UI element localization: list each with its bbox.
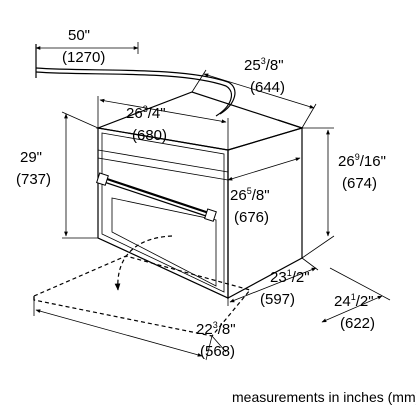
door-swing-mm: (568) [200, 343, 235, 360]
depth-with-door-inches: 241/2" [334, 292, 374, 310]
cord-length-inches: 50" [68, 27, 90, 44]
width-inner-inches: 265/8" [230, 186, 270, 204]
door-handle [96, 172, 217, 222]
oven-body [95, 91, 305, 300]
depth-body-mm: (597) [260, 291, 295, 308]
depth-overall-inches: 253/8" [244, 56, 284, 74]
height-right-mm: (674) [342, 175, 377, 192]
width-overall-inches: 263/4" [126, 104, 166, 122]
cord-length-dimension [35, 42, 139, 54]
caption: measurements in inches (mm) [232, 389, 416, 405]
height-left-mm: (737) [16, 171, 51, 188]
width-inner-dimension [227, 157, 301, 181]
depth-overall-mm: (644) [250, 79, 285, 96]
depth-with-door-mm: (622) [340, 315, 375, 332]
door-swing-dimension [33, 300, 213, 361]
width-overall-dimension [97, 96, 229, 150]
height-left-dimension [61, 111, 99, 239]
cord-length-mm: (1270) [62, 49, 105, 66]
depth-body-inches: 231/2" [270, 268, 310, 286]
width-overall-mm: (680) [132, 127, 167, 144]
depth-with-door-dimension [211, 267, 391, 353]
depth-body-dimension [227, 257, 319, 306]
height-left-inches: 29" [20, 149, 42, 166]
door-swing-inches: 223/8" [196, 320, 236, 338]
height-right-dimension [301, 127, 335, 259]
width-inner-mm: (676) [234, 209, 269, 226]
depth-overall-dimension [191, 69, 317, 129]
door-swing-outline [33, 235, 252, 337]
height-right-inches: 269/16" [338, 152, 386, 170]
